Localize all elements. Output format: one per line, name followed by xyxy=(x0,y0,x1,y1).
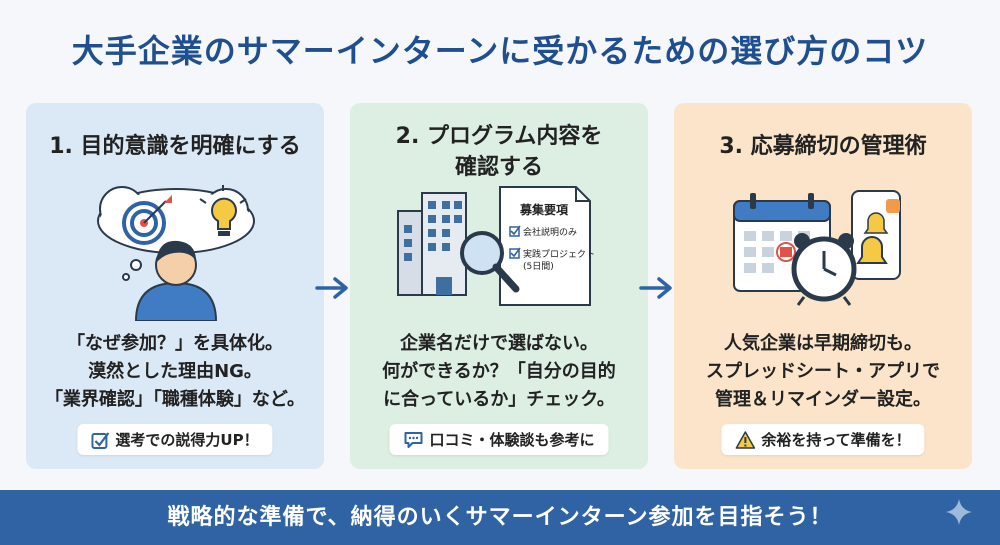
smartphone-icon xyxy=(851,190,901,280)
step-2-tip-badge: 口コミ・体験談も参考に xyxy=(389,424,609,455)
bell-icon xyxy=(856,236,888,264)
tip-text: 口コミ・体験談も参考に xyxy=(429,431,595,449)
step-card-1: 1. 目的意識を明確にする xyxy=(26,103,324,469)
step-1-heading: 1. 目的意識を明確にする xyxy=(26,131,324,162)
document-title: 募集要項 xyxy=(519,202,569,217)
document-icon: 募集要項 会社説明のみ 実践プロジェクト (5日間) xyxy=(499,186,595,306)
description-line: 漠然とした理由NG。 xyxy=(88,361,262,382)
sparkle-icon xyxy=(946,499,972,525)
description-line: 人気企業は早期締切も。 xyxy=(724,333,922,354)
step-2-heading-line: 確認する xyxy=(454,155,543,180)
bottom-banner: 戦略的な準備で、納得のいくサマーインターン参加を目指そう！ xyxy=(0,490,1000,545)
warning-icon xyxy=(735,430,756,449)
description-line: 管理＆リマインダー設定。 xyxy=(715,389,931,410)
building-document-illustration: 募集要項 会社説明のみ 実践プロジェクト (5日間) xyxy=(397,186,595,306)
step-1-tip-badge: 選考での説得力UP！ xyxy=(77,424,273,455)
tip-text: 選考での説得力UP！ xyxy=(115,431,259,449)
step-2-heading: 2. プログラム内容を 確認する xyxy=(350,121,648,183)
arrow-right-icon xyxy=(639,277,672,299)
magnifier-icon xyxy=(460,231,520,293)
step-1-description: 「なぜ参加？」を具体化。 漠然とした理由NG。 「業界確認」「職種体験」など。 xyxy=(26,330,324,414)
target-icon xyxy=(122,195,172,245)
person-icon xyxy=(134,240,218,321)
step-card-2: 2. プログラム内容を 確認する 募集要項 会社説明のみ 実践プロ xyxy=(350,103,648,469)
tip-text: 余裕を持って準備を！ xyxy=(761,431,911,449)
document-item: 会社説明のみ xyxy=(523,226,577,238)
calendar-clock-illustration xyxy=(733,190,901,306)
step-2-heading-line: 2. プログラム内容を xyxy=(395,124,603,149)
document-item: (5日間) xyxy=(523,261,554,272)
step-3-heading-line: 3. 応募締切の管理術 xyxy=(719,134,927,159)
description-line: に合っているか」チェック。 xyxy=(383,389,615,410)
page-title: 大手企業のサマーインターンに受かるための選び方のコツ xyxy=(71,32,929,70)
step-2-description: 企業名だけで選ばない。 何ができるか？「自分の目的 に合っているか」チェック。 xyxy=(350,330,648,414)
lightbulb-icon xyxy=(199,185,247,236)
speech-bubble-icon xyxy=(404,431,423,448)
step-3-tip-badge: 余裕を持って準備を！ xyxy=(721,424,925,455)
description-line: 企業名だけで選ばない。 xyxy=(400,333,598,354)
description-line: 「なぜ参加？」を具体化。 xyxy=(67,333,283,354)
step-1-heading-line: 1. 目的意識を明確にする xyxy=(49,134,301,159)
step-3-description: 人気企業は早期締切も。 スプレッドシート・アプリで 管理＆リマインダー設定。 xyxy=(674,330,972,414)
step-card-3: 3. 応募締切の管理術 xyxy=(674,103,972,469)
arrow-right-icon xyxy=(315,277,348,299)
thinking-person-illustration xyxy=(97,185,255,321)
step-3-heading: 3. 応募締切の管理術 xyxy=(674,131,972,162)
building-icon xyxy=(397,192,467,296)
alarm-clock-icon xyxy=(791,233,857,306)
description-line: 何ができるか？「自分の目的 xyxy=(382,361,616,382)
description-line: 「業界確認」「職種体験」など。 xyxy=(44,389,306,410)
checkbox-icon xyxy=(91,431,110,449)
description-line: スプレッドシート・アプリで xyxy=(706,361,940,382)
document-item: 実践プロジェクト xyxy=(523,248,595,260)
